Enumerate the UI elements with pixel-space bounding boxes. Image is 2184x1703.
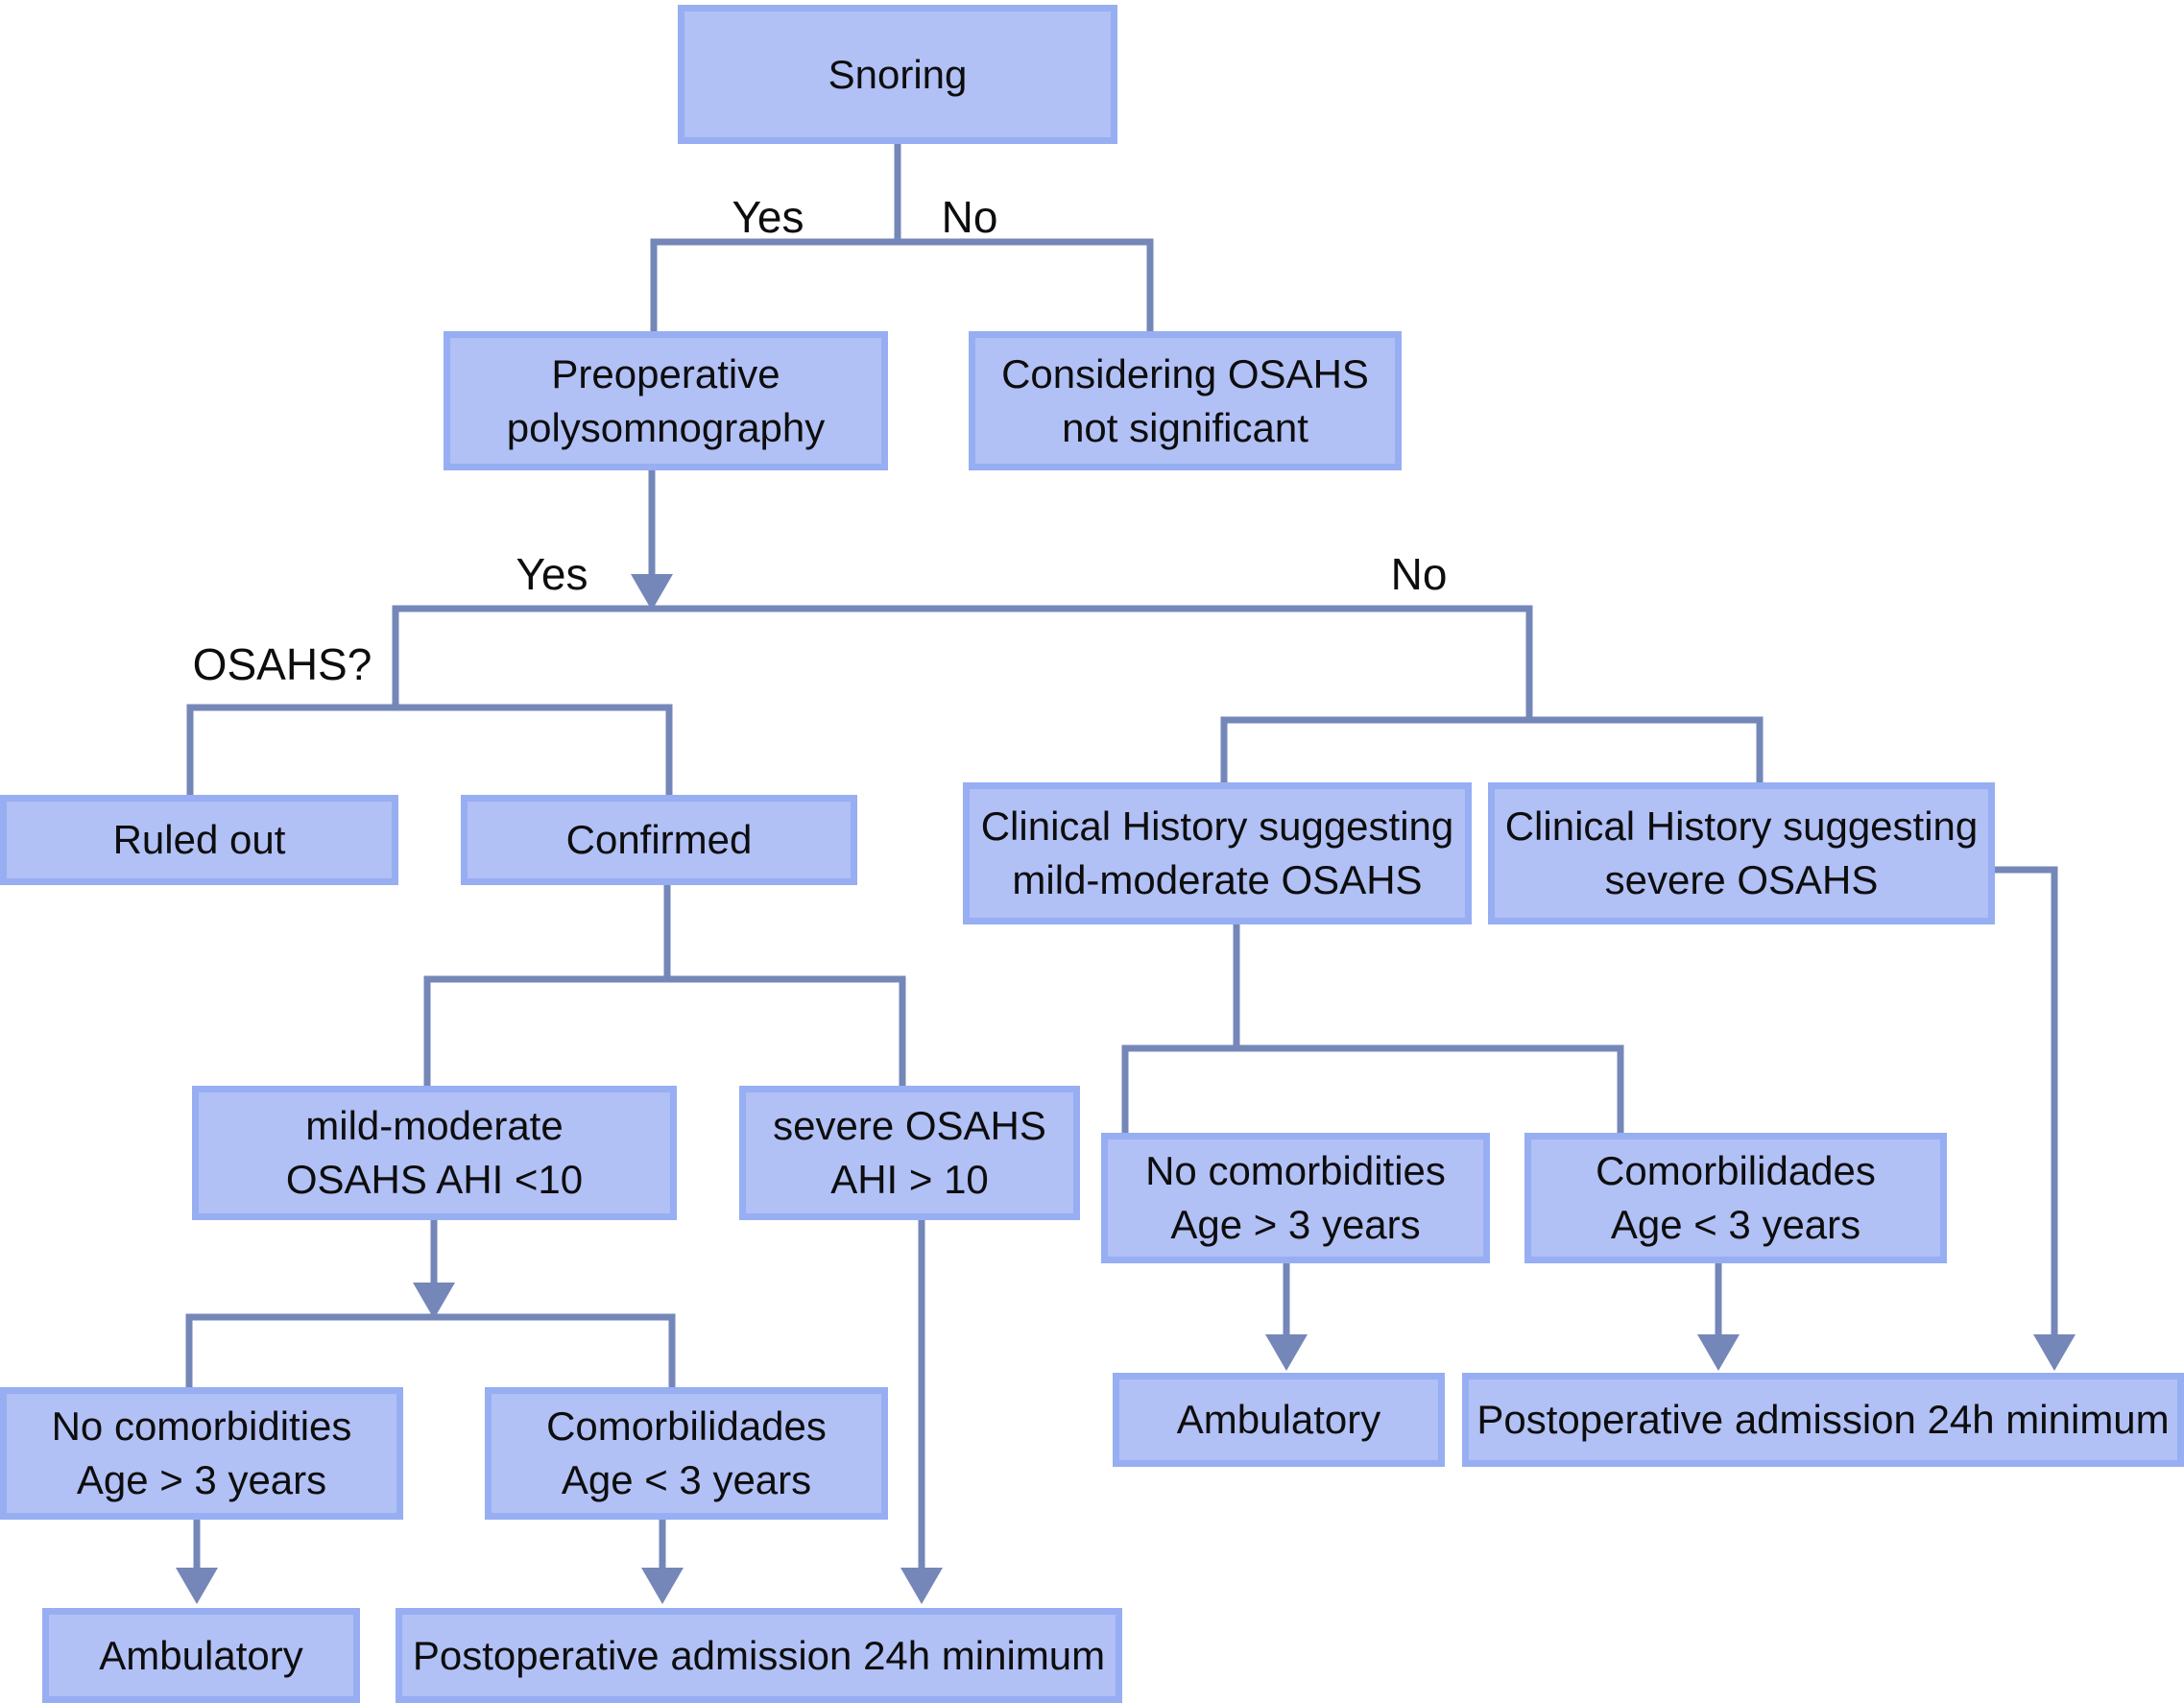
- edge-label-snoring-no: No: [941, 192, 998, 242]
- node-right-postoperative-admission: Postoperative admission 24h minimum: [1462, 1373, 2184, 1467]
- edge-label-psg-no: No: [1390, 549, 1448, 599]
- node-right-comorb-line1: Comorbilidades: [1596, 1148, 1876, 1193]
- node-considering-osahs-not-significant: Considering OSAHS not significant: [969, 331, 1402, 470]
- node-confirmed-label: Confirmed: [565, 817, 753, 862]
- connector-osahs-split: [186, 704, 673, 795]
- node-right-comorbilidades: Comorbilidades Age < 3 years: [1524, 1133, 1947, 1263]
- node-left-postop-label: Postoperative admission 24h minimum: [412, 1632, 1106, 1678]
- arrowhead-preop: [631, 574, 673, 611]
- node-clinical-severe-line2: severe OSAHS: [1604, 857, 1879, 902]
- connector-clinsevere-elbow: [1995, 866, 2058, 1336]
- node-ruled-out-label: Ruled out: [112, 817, 286, 862]
- arrowhead-right-postop-2: [2033, 1334, 2076, 1371]
- node-mild-ahi-line1: mild-moderate: [305, 1103, 564, 1148]
- node-left-ambulatory: Ambulatory: [42, 1608, 360, 1703]
- arrowhead-right-postop-1: [1697, 1334, 1740, 1371]
- node-left-comorbilidades: Comorbilidades Age < 3 years: [485, 1387, 888, 1520]
- node-clinical-mild-line2: mild-moderate OSAHS: [1012, 857, 1423, 902]
- node-preoperative-line2: polysomnography: [506, 404, 826, 450]
- connector-right-comorb-split: [1121, 1044, 1624, 1133]
- connector-left-comorb-split: [185, 1313, 676, 1387]
- node-right-no-comorbidities: No comorbidities Age > 3 years: [1101, 1133, 1490, 1263]
- node-ruled-out: Ruled out: [0, 795, 398, 885]
- arrowhead-right-ambulatory: [1265, 1334, 1308, 1371]
- node-clinical-mild-line1: Clinical History suggesting: [980, 804, 1454, 849]
- node-left-ambulatory-label: Ambulatory: [99, 1632, 303, 1678]
- node-considering-line1: Considering OSAHS: [1001, 350, 1369, 396]
- node-snoring-label: Snoring: [828, 51, 968, 97]
- node-severe-ahi: severe OSAHS AHI > 10: [739, 1086, 1080, 1220]
- node-clinical-history-severe: Clinical History suggesting severe OSAHS: [1488, 782, 1995, 924]
- edge-label-psg-yes: Yes: [516, 549, 588, 599]
- arrowhead-ahimild: [413, 1283, 455, 1319]
- node-mild-ahi-line2: OSAHS AHI <10: [285, 1157, 584, 1202]
- arrowhead-left-ambulatory: [176, 1568, 218, 1604]
- node-clinical-severe-line1: Clinical History suggesting: [1504, 804, 1979, 849]
- node-left-comorb-line1: Comorbilidades: [546, 1403, 827, 1449]
- node-mild-moderate-ahi: mild-moderate OSAHS AHI <10: [192, 1086, 677, 1220]
- edge-label-osahs-question: OSAHS?: [192, 639, 372, 689]
- node-snoring: Snoring: [678, 5, 1117, 144]
- node-clinical-history-mild-moderate: Clinical History suggesting mild-moderat…: [963, 782, 1472, 924]
- node-severe-ahi-line2: AHI > 10: [830, 1157, 989, 1202]
- node-left-no-comorbidities: No comorbidities Age > 3 years: [0, 1387, 403, 1520]
- arrowhead-left-postop-1: [641, 1568, 684, 1604]
- node-preoperative-polysomnography: Preoperative polysomnography: [444, 331, 888, 470]
- connector-psg-split: [392, 605, 1533, 720]
- node-left-comorb-line2: Age < 3 years: [561, 1457, 812, 1502]
- node-left-postoperative-admission: Postoperative admission 24h minimum: [396, 1608, 1122, 1703]
- node-right-ambulatory-label: Ambulatory: [1176, 1397, 1381, 1442]
- node-right-no-comorb-line1: No comorbidities: [1145, 1148, 1446, 1193]
- connector-ahi-split: [423, 975, 906, 1086]
- node-preoperative-line1: Preoperative: [551, 350, 780, 396]
- arrowhead-left-postop-2: [900, 1568, 943, 1604]
- node-left-no-comorb-line2: Age > 3 years: [76, 1457, 327, 1502]
- node-right-ambulatory: Ambulatory: [1113, 1373, 1445, 1467]
- edge-label-snoring-yes: Yes: [732, 192, 804, 242]
- node-right-no-comorb-line2: Age > 3 years: [1170, 1202, 1421, 1247]
- node-confirmed: Confirmed: [461, 795, 857, 885]
- node-left-no-comorb-line1: No comorbidities: [51, 1403, 352, 1449]
- node-considering-line2: not significant: [1062, 404, 1308, 450]
- connector-snoring-split: [650, 238, 1154, 331]
- node-right-comorb-line2: Age < 3 years: [1610, 1202, 1861, 1247]
- connector-clinical-split: [1220, 716, 1764, 782]
- node-severe-ahi-line1: severe OSAHS: [773, 1103, 1046, 1148]
- node-right-postop-label: Postoperative admission 24h minimum: [1476, 1397, 2170, 1442]
